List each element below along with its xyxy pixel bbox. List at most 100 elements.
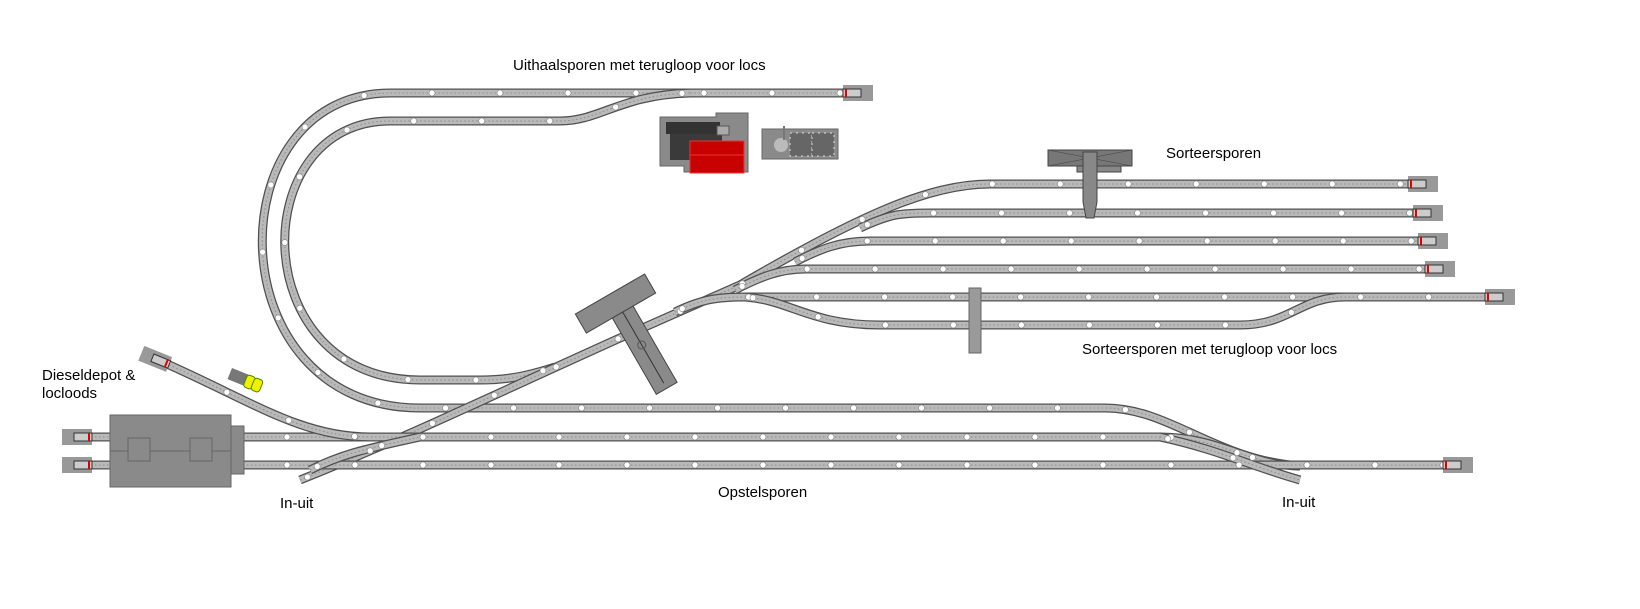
track-joint	[1143, 265, 1151, 273]
track-joint	[999, 237, 1007, 245]
track-joint	[1406, 209, 1413, 217]
track-joint	[918, 404, 925, 412]
track-joint	[950, 321, 957, 329]
track-joint	[267, 181, 275, 189]
buffer-stop	[1417, 233, 1448, 249]
track-joint	[939, 265, 947, 273]
buffer-stop	[62, 429, 93, 445]
track-joint	[646, 404, 653, 412]
track-joint	[1289, 293, 1296, 301]
track-joint	[1222, 321, 1229, 329]
track-joint	[813, 293, 820, 301]
track-sorteer-loop	[744, 292, 1346, 330]
track-joint	[281, 239, 289, 246]
track-joint	[871, 265, 879, 273]
track-joint	[1007, 265, 1015, 273]
track-joint	[487, 461, 495, 469]
track-joint	[1288, 309, 1295, 316]
track-joint	[850, 404, 857, 412]
track-joint	[578, 404, 585, 412]
track-uithaal-inner	[280, 88, 691, 385]
buffer-stops	[62, 85, 1515, 473]
track-joint	[285, 417, 293, 424]
track-diesel-spur	[156, 355, 371, 442]
track-joint	[798, 255, 806, 262]
track-joint	[274, 314, 282, 322]
track-joint	[546, 117, 554, 125]
buffer-stop	[1407, 176, 1438, 192]
diesel-locomotive	[227, 368, 264, 393]
warehouse-with-crane	[761, 126, 839, 160]
track-joint	[895, 461, 903, 469]
track-joint	[1229, 454, 1237, 462]
track-joint	[1135, 237, 1143, 245]
track-joint	[442, 404, 449, 412]
track-joint	[555, 433, 563, 441]
track-joint	[1203, 237, 1211, 245]
diesel-depot-building	[109, 414, 245, 488]
track-joint	[782, 404, 789, 412]
label-in-uit-left: In-uit	[280, 495, 314, 512]
track-joint	[949, 293, 956, 301]
track-joint	[351, 433, 358, 440]
track-joint	[487, 433, 495, 441]
track-joint	[986, 404, 993, 412]
track-joint	[882, 321, 889, 329]
label-sorteersporen-terugloop: Sorteersporen met terugloop voor locs	[1082, 341, 1337, 358]
track-joint	[313, 463, 321, 470]
track-joint	[1031, 461, 1039, 469]
track-joint	[749, 294, 757, 302]
track-joint	[858, 216, 866, 223]
track-joint	[410, 117, 418, 125]
track-sorteer-4	[732, 264, 1432, 294]
track-joint	[490, 391, 498, 399]
track-joint	[343, 126, 351, 134]
track-joint	[301, 123, 309, 131]
track-joint	[803, 265, 811, 273]
track-sorteer-3	[792, 236, 1425, 266]
track-joint	[1154, 321, 1161, 329]
track-joint	[1066, 209, 1073, 217]
track-joint	[1347, 265, 1355, 273]
track-joint	[1085, 293, 1092, 301]
track-joint	[378, 442, 386, 449]
track-joint	[691, 433, 699, 441]
track-joint	[428, 89, 436, 97]
track-joint	[283, 433, 291, 441]
track-joint	[1054, 404, 1061, 412]
label-uithaalsporen: Uithaalsporen met terugloop voor locs	[513, 57, 766, 74]
track-joint	[895, 433, 903, 441]
track-joint	[296, 173, 303, 181]
track-joint	[552, 363, 560, 371]
track-joint	[374, 399, 382, 407]
track-joint	[614, 335, 622, 343]
buffer-stop	[1484, 289, 1515, 305]
track-joint	[930, 209, 937, 217]
track-joint	[314, 369, 322, 376]
track-joint	[1271, 237, 1279, 245]
track-joint	[496, 89, 504, 97]
track-joint	[1221, 293, 1228, 301]
track-joint	[223, 388, 231, 396]
track-sorteer-2	[858, 208, 1420, 233]
track-joint	[429, 420, 436, 427]
track-joint	[1279, 265, 1287, 273]
track-joint	[340, 355, 348, 363]
track-joint	[564, 89, 572, 97]
track-joint	[1122, 406, 1129, 413]
track-joint	[1067, 237, 1075, 245]
buffer-stop	[1412, 205, 1443, 221]
buffer-stop	[1424, 261, 1455, 277]
track-joint	[1233, 449, 1241, 456]
track-joint	[296, 304, 304, 312]
buffer-stop	[62, 457, 93, 473]
label-opstelsporen: Opstelsporen	[718, 484, 807, 501]
track-joint	[714, 404, 721, 412]
track-joint	[1075, 265, 1083, 273]
track-joint	[1086, 321, 1093, 329]
track-joint	[632, 89, 640, 97]
track-joint	[404, 376, 412, 383]
track-joint	[998, 209, 1005, 217]
track-joint	[1260, 180, 1268, 188]
